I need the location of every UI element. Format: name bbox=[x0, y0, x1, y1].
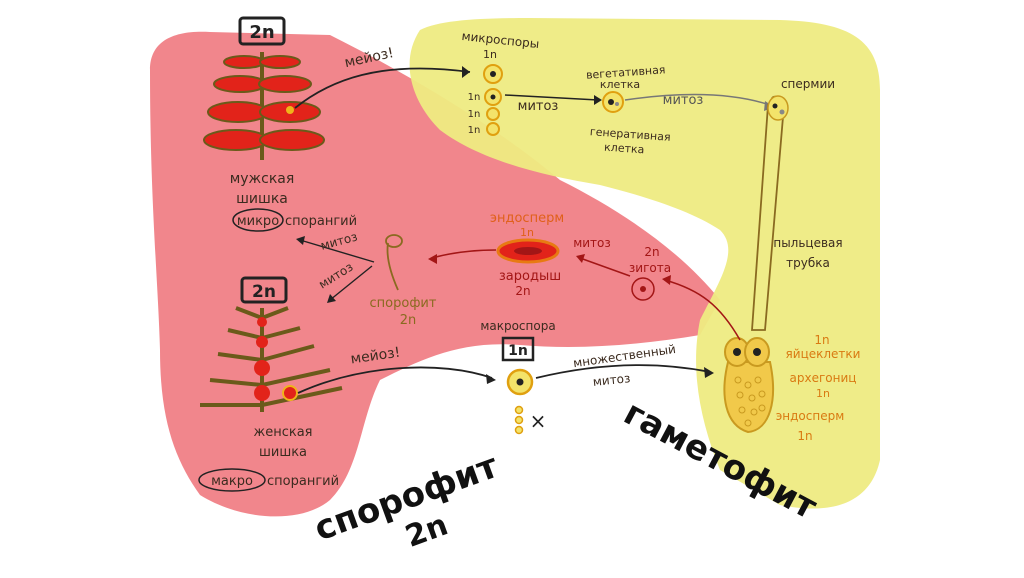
generative-cell-label: генеративная bbox=[589, 125, 671, 144]
macrosporangium-text: спорангий bbox=[267, 474, 339, 489]
archegonium-label: архегониц bbox=[790, 371, 857, 385]
ploidy-box-top bbox=[238, 16, 286, 46]
zygote-label: зигота bbox=[629, 261, 671, 275]
female-cone-label: женская bbox=[254, 425, 313, 440]
arrowhead bbox=[296, 236, 305, 245]
eggs-label: яйцеклетки bbox=[786, 347, 861, 361]
arrowhead bbox=[576, 254, 585, 263]
microspore-cells bbox=[483, 64, 503, 136]
mitosis-label-2: митоз bbox=[663, 93, 704, 108]
spore-1n-b: 1n bbox=[468, 109, 481, 120]
microspores-1n: 1n bbox=[483, 48, 497, 61]
fertilization-arrow bbox=[664, 279, 741, 341]
macrospore-1n: 1n bbox=[508, 343, 528, 359]
generative-cell-label-2: клетка bbox=[604, 141, 645, 157]
microsporangium-text: спорангий bbox=[285, 214, 357, 229]
egg-1n: 1n bbox=[814, 333, 829, 347]
pollen-tube-label: пыльцевая bbox=[773, 236, 842, 250]
macrospore-nucleus bbox=[516, 378, 524, 386]
mitosis-arrow-5b bbox=[329, 265, 373, 301]
mitosis-arrow-3 bbox=[579, 257, 631, 277]
mitosis-arrow-2 bbox=[624, 93, 771, 106]
meiosis-arrow-bottom bbox=[297, 366, 493, 394]
sperms-label: спермии bbox=[781, 77, 835, 91]
pollen-tube bbox=[751, 95, 789, 331]
zygote-2n: 2n bbox=[644, 245, 659, 259]
ploidy-label-mid: 2n bbox=[252, 282, 276, 302]
arrowhead bbox=[594, 95, 602, 105]
arrowhead bbox=[662, 275, 671, 285]
endosperm-1n: 1n bbox=[520, 226, 534, 239]
arrowhead bbox=[486, 374, 496, 384]
mitosis-label-1: митоз bbox=[518, 99, 559, 114]
female-cone-label-2: шишка bbox=[259, 445, 307, 460]
arrowhead bbox=[428, 254, 437, 264]
macrospore-label: макроспора bbox=[480, 319, 555, 333]
ploidy-box-mid bbox=[240, 276, 288, 304]
spore-1n-a: 1n bbox=[468, 92, 481, 103]
endosperm-label: эндосперм bbox=[490, 211, 564, 226]
meiosis-arrow-top bbox=[294, 67, 471, 109]
pollen-tube-label-2: трубка bbox=[786, 256, 830, 270]
endosperm-bottom-1n: 1n bbox=[797, 429, 812, 443]
degenerate-cross: × bbox=[530, 409, 547, 433]
embryo-2n: 2n bbox=[515, 284, 530, 298]
mitosis-arrow-4 bbox=[431, 249, 497, 259]
zygote-nucleus bbox=[640, 286, 646, 292]
micro-circled-text: микро bbox=[237, 214, 279, 229]
multiple-mitosis-arrow bbox=[535, 364, 711, 379]
macrospore-1n-box bbox=[501, 336, 535, 362]
micro-circle bbox=[232, 208, 284, 232]
degenerate-spores bbox=[514, 405, 524, 435]
male-cone bbox=[203, 52, 325, 160]
archegonium-1n: 1n bbox=[816, 387, 830, 400]
vegetative-cell-label: вегетативная bbox=[586, 63, 666, 82]
meiosis-label-bottom: мейоз! bbox=[350, 345, 402, 368]
female-gametophyte bbox=[723, 337, 774, 434]
arrowhead bbox=[462, 66, 470, 78]
ploidy-label-top: 2n bbox=[249, 22, 274, 43]
endosperm-bottom-label: эндосперм bbox=[776, 409, 845, 423]
pollen-grain bbox=[602, 91, 624, 113]
multiple-mitosis-label-2: митоз bbox=[592, 371, 631, 389]
vegetative-cell-label-2: клетка bbox=[600, 78, 640, 91]
embryo-label: зародыш bbox=[499, 269, 561, 284]
arrowhead bbox=[327, 294, 336, 303]
macro-circled-text: макро bbox=[211, 474, 253, 489]
seed-core bbox=[514, 247, 542, 255]
spore-1n-c: 1n bbox=[468, 125, 481, 136]
arrowhead bbox=[704, 367, 714, 378]
seedling bbox=[385, 234, 403, 291]
male-cone-label-2: шишка bbox=[236, 191, 288, 207]
macro-circle bbox=[198, 468, 266, 492]
sporophyte-small-label: спорофит bbox=[370, 296, 437, 311]
mitosis-arrow-1 bbox=[504, 94, 599, 101]
male-cone-label: мужская bbox=[230, 171, 295, 187]
female-cone-ovules bbox=[254, 317, 298, 401]
mitosis-label-3: митоз bbox=[573, 236, 611, 250]
mitosis-arrow-5a bbox=[299, 239, 375, 263]
sporophyte-small-2n: 2n bbox=[400, 313, 417, 328]
